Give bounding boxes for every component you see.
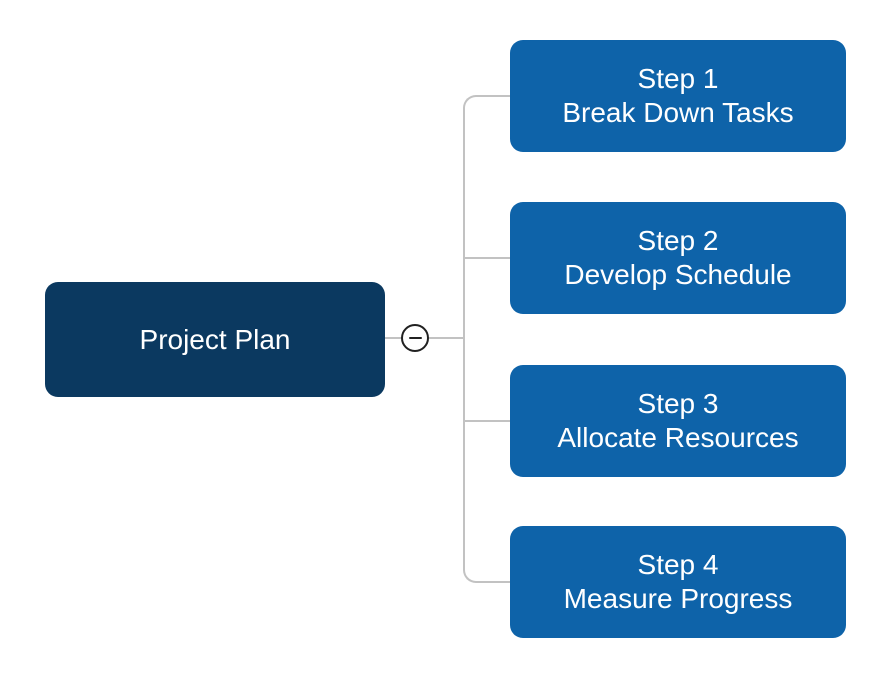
step-title: Step 3	[637, 388, 719, 419]
connector-trunk	[463, 95, 510, 583]
step-subtitle: Allocate Resources	[557, 422, 799, 453]
root-node-project-plan[interactable]: Project Plan	[45, 282, 385, 397]
minus-icon	[408, 337, 422, 339]
step-title: Step 4	[637, 549, 719, 580]
step-subtitle: Develop Schedule	[564, 259, 792, 290]
collapse-toggle-button[interactable]	[401, 324, 429, 352]
step-title: Step 2	[637, 225, 719, 256]
connector-branch-step3	[464, 420, 510, 422]
connector-branch-step2	[464, 257, 510, 259]
step-subtitle: Measure Progress	[563, 583, 793, 614]
step-node-2[interactable]: Step 2 Develop Schedule	[510, 202, 846, 314]
step-node-1[interactable]: Step 1 Break Down Tasks	[510, 40, 846, 152]
step-node-3[interactable]: Step 3 Allocate Resources	[510, 365, 846, 477]
step-title: Step 1	[637, 63, 719, 94]
step-node-4[interactable]: Step 4 Measure Progress	[510, 526, 846, 638]
root-node-label: Project Plan	[139, 323, 291, 355]
step-subtitle: Break Down Tasks	[562, 97, 794, 128]
